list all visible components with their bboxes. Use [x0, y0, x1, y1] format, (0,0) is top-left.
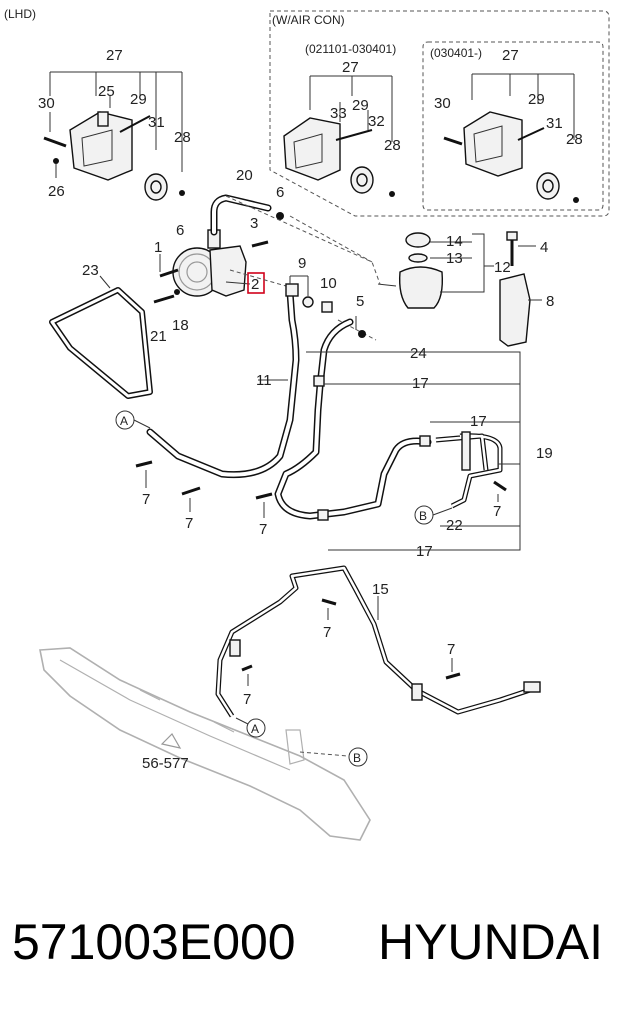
callout-7: 7 — [447, 641, 455, 658]
pump-bracket-assembly-3: 27 30 29 31 28 — [434, 47, 583, 203]
reservoir-cap — [405, 232, 431, 248]
reservoir-bracket — [499, 273, 531, 347]
aircon-range1: (021101-030401) — [305, 42, 396, 56]
reservoir-seal — [408, 253, 428, 263]
reservoir-body — [398, 266, 444, 309]
callout-33: 33 — [330, 105, 347, 122]
aircon-variant-box: (W/AIR CON) (021101-030401) (030401-) — [269, 10, 610, 217]
callout-30: 30 — [38, 95, 55, 112]
reservoir-area: 20 6 14 13 12 4 8 — [210, 167, 554, 347]
callout-32: 32 — [368, 113, 385, 130]
tube-bracket — [229, 639, 241, 657]
callout-9: 9 — [298, 255, 306, 272]
union-bolt — [321, 301, 333, 313]
callout-27: 27 — [502, 47, 519, 64]
callout-15: 15 — [372, 581, 389, 598]
callout-2: 2 — [251, 276, 259, 293]
brand-name: HYUNDAI — [377, 914, 603, 970]
aircon-title: (W/AIR CON) — [272, 13, 345, 27]
callout-7: 7 — [142, 491, 150, 508]
callout-7: 7 — [185, 515, 193, 532]
tube-end-fitting — [523, 681, 541, 693]
ref-circle-b — [348, 747, 368, 767]
callout-10: 10 — [320, 275, 337, 292]
callout-13: 13 — [446, 250, 463, 267]
steering-rack-area: 56-577 15 7 7 7 A B — [39, 565, 541, 841]
bracket-bolt — [97, 111, 109, 127]
callout-18: 18 — [172, 317, 189, 334]
pump-bracket-assembly-1: 27 25 30 29 31 28 26 — [38, 47, 191, 201]
callout-7: 7 — [493, 503, 501, 520]
callout-29: 29 — [528, 91, 545, 108]
callout-6: 6 — [176, 222, 184, 239]
callout-21: 21 — [150, 328, 167, 345]
ref-circle-a — [246, 718, 266, 738]
callout-31: 31 — [148, 114, 165, 131]
callout-4: 4 — [540, 239, 548, 256]
tube-bracket — [411, 683, 423, 701]
variant-label: (LHD) — [4, 7, 36, 21]
o-ring — [302, 296, 314, 308]
hose-lines: 9 10 11 5 24 17 17 19 22 17 7 — [115, 255, 553, 560]
ref-a-label: A — [251, 722, 259, 736]
callout-1: 1 — [154, 239, 162, 256]
callout-3: 3 — [250, 215, 258, 232]
aircon-subbox-outline — [422, 41, 604, 211]
pump-bracket — [283, 117, 341, 181]
callout-28: 28 — [174, 129, 191, 146]
aircon-box-outline — [269, 10, 610, 217]
callout-29: 29 — [352, 97, 369, 114]
part-caption: 571003E000 HYUNDAI — [0, 905, 617, 985]
callout-30: 30 — [434, 95, 451, 112]
power-steering-pump-area: 23 1 6 3 2 21 18 — [49, 215, 269, 399]
callout-31: 31 — [546, 115, 563, 132]
callout-19: 19 — [536, 445, 553, 462]
steering-gear-housing — [39, 647, 371, 841]
callout-12: 12 — [494, 259, 511, 276]
hose-clamp — [317, 509, 329, 521]
callout-27: 27 — [342, 59, 359, 76]
highlight-box-part-2 — [247, 272, 265, 294]
ref-b-label: B — [419, 509, 427, 523]
pump-bracket-assembly-2: 27 33 29 32 28 — [283, 59, 401, 197]
callout-11: 11 — [256, 372, 272, 389]
callout-56-577: 56-577 — [142, 755, 189, 772]
aircon-range2: (030401-) — [430, 46, 482, 60]
callout-17: 17 — [416, 543, 433, 560]
callout-14: 14 — [446, 233, 463, 250]
callout-7: 7 — [259, 521, 267, 538]
callout-17: 17 — [412, 375, 429, 392]
callout-24: 24 — [410, 345, 427, 362]
pump-body — [209, 245, 247, 297]
hose-fitting — [285, 283, 299, 297]
hose-clamp — [419, 435, 431, 447]
callout-23: 23 — [82, 262, 99, 279]
callout-28: 28 — [384, 137, 401, 154]
part-number: 571003E000 — [12, 914, 296, 970]
cooler-bracket — [461, 431, 471, 471]
ref-b-label: B — [353, 751, 361, 765]
callout-28: 28 — [566, 131, 583, 148]
callout-7: 7 — [243, 691, 251, 708]
callout-26: 26 — [48, 183, 65, 200]
ref-a-label: A — [120, 414, 128, 428]
callout-5: 5 — [356, 293, 364, 310]
return-hose — [274, 318, 432, 520]
callout-20: 20 — [236, 167, 253, 184]
callout-22: 22 — [446, 517, 463, 534]
callout-8: 8 — [546, 293, 554, 310]
callout-29: 29 — [130, 91, 147, 108]
callout-17: 17 — [470, 413, 487, 430]
callout-7: 7 — [323, 624, 331, 641]
pump-bracket — [463, 111, 523, 177]
callout-25: 25 — [98, 83, 115, 100]
callout-27: 27 — [106, 47, 123, 64]
callout-6: 6 — [276, 184, 284, 201]
hose-clamp — [313, 375, 325, 387]
